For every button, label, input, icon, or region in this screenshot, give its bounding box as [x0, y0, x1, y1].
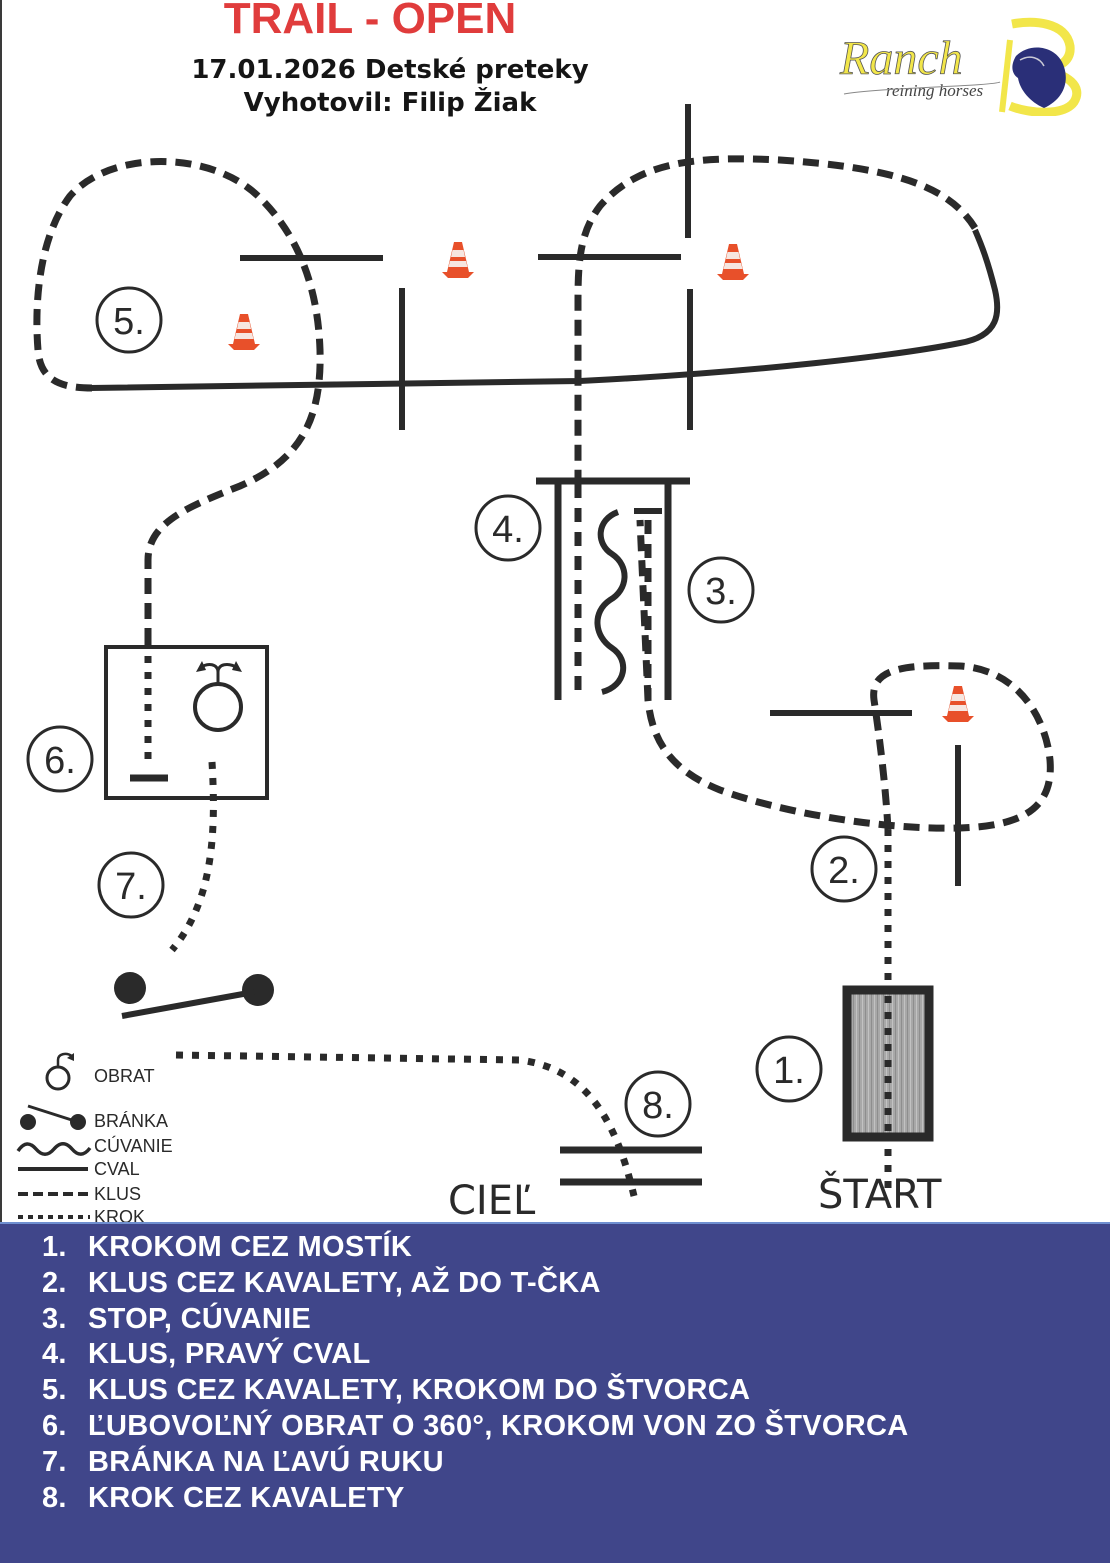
page-title: TRAIL - OPEN [223, 0, 517, 43]
legend-icons [16, 1052, 92, 1219]
instruction-number: 2. [42, 1266, 67, 1299]
finish-label: CIEĽ [448, 1178, 536, 1224]
instruction-text: KLUS CEZ KAVALETY, AŽ DO T-ČKA [88, 1266, 601, 1299]
marker-2: 2. [810, 835, 878, 903]
instruction-item: 6. ĽUBOVOĽNÝ OBRAT O 360°, KROKOM VON ZO … [42, 1409, 1110, 1445]
walk-path-to-finish [175, 1051, 638, 1197]
cone-icon [942, 686, 974, 722]
turn-circle-icon [193, 682, 243, 732]
instruction-text: KROKOM CEZ MOSTÍK [88, 1231, 413, 1263]
legend-label-backup: CÚVANIE [94, 1136, 173, 1156]
trot-path-bottom-right [636, 519, 1054, 832]
logo-swoosh [843, 81, 1001, 95]
instruction-item: 4. KLUS, PRAVÝ CVAL [42, 1337, 1110, 1373]
instruction-number: 7. [42, 1445, 67, 1478]
instruction-text: KLUS, PRAVÝ CVAL [88, 1338, 371, 1371]
instruction-item: 3. STOP, CÚVANIE [42, 1302, 1110, 1338]
turn-box-square [104, 645, 269, 800]
marker-1: 1. [755, 1035, 823, 1103]
backup-wave-icon [16, 1142, 92, 1156]
instruction-text: BRÁNKA NA ĽAVÚ RUKU [88, 1445, 444, 1478]
cone-icon [717, 244, 749, 280]
instruction-text: KLUS CEZ KAVALETY, KROKOM DO ŠTVORCA [88, 1374, 751, 1407]
instruction-text: ĽUBOVOĽNÝ OBRAT O 360°, KROKOM VON ZO ŠT… [88, 1409, 909, 1442]
marker-8: 8. [624, 1070, 692, 1138]
marker-5: 5. [95, 286, 163, 354]
gate-bar [121, 989, 255, 1019]
trail-course-map: 1. 2. 3. 4. 5. 6. 7. 8. [26, 104, 1054, 1197]
logo-number-1-shape [999, 39, 1013, 113]
walk-path-to-gate [169, 761, 217, 953]
gate-icon [20, 1104, 86, 1130]
marker-7-label: 7. [115, 866, 147, 908]
instructions-panel: 1. KROKOM CEZ MOSTÍK 2. KLUS CEZ KAVALETY,… [0, 1222, 1110, 1563]
marker-6: 6. [26, 725, 94, 793]
trot-path-left-loop [33, 158, 324, 640]
horse-mane-icon [1019, 56, 1045, 67]
instruction-item: 1. KROKOM CEZ MOSTÍK [42, 1230, 1110, 1266]
backup-wave-path [594, 509, 628, 695]
gate-post-right [242, 974, 274, 1006]
marker-2-label: 2. [828, 850, 860, 892]
turn-arrows-icon [199, 663, 239, 684]
ranch-13-logo: Ranch reining horses [839, 17, 1082, 116]
legend-label-gate: BRÁNKA [94, 1111, 169, 1131]
marker-1-label: 1. [773, 1050, 805, 1092]
logo-brand-text: Ranch [839, 32, 963, 85]
legend-label-turn: OBRAT [94, 1066, 155, 1086]
gate-post-left [114, 972, 146, 1004]
marker-7: 7. [97, 851, 165, 919]
marker-3-label: 3. [705, 571, 737, 613]
marker-5-label: 5. [113, 301, 145, 343]
canter-path [89, 228, 1001, 391]
instruction-number: 1. [42, 1231, 67, 1263]
turn-icon [45, 1052, 74, 1091]
instruction-number: 8. [42, 1481, 67, 1514]
page-subtitle: 17.01.2026 Detské preteky Vyhotovil: Fil… [150, 54, 630, 120]
instruction-item: 2. KLUS CEZ KAVALETY, AŽ DO T-ČKA [42, 1266, 1110, 1302]
marker-6-label: 6. [44, 740, 76, 782]
instruction-number: 5. [42, 1374, 67, 1407]
instruction-number: 6. [42, 1409, 67, 1442]
marker-8-label: 8. [642, 1085, 674, 1127]
horse-head-icon [1012, 47, 1066, 108]
marker-3: 3. [687, 556, 755, 624]
legend-label-trot: KLUS [94, 1184, 142, 1204]
legend: OBRAT BRÁNKA CÚVANIE CVAL KLUS KROK [14, 1044, 214, 1227]
marker-4: 4. [474, 494, 542, 562]
instruction-item: 7. BRÁNKA NA ĽAVÚ RUKU [42, 1445, 1110, 1481]
instruction-item: 5. KLUS CEZ KAVALETY, KROKOM DO ŠTVORCA [42, 1373, 1110, 1409]
trot-path-top-right [574, 155, 978, 478]
author-line: Vyhotovil: Filip Žiak [243, 88, 537, 118]
instruction-number: 4. [42, 1338, 67, 1371]
instruction-item: 8. KROK CEZ KAVALETY [42, 1481, 1110, 1517]
instructions-list: 1. KROKOM CEZ MOSTÍK 2. KLUS CEZ KAVALETY,… [0, 1224, 1110, 1516]
turn-arrowheads-icon [196, 661, 242, 672]
event-date-name: 17.01.2026 Detské preteky [191, 55, 589, 85]
marker-4-label: 4. [492, 509, 524, 551]
legend-label-canter: CVAL [94, 1159, 140, 1179]
instruction-text: STOP, CÚVANIE [88, 1302, 312, 1335]
cone-icon [442, 242, 474, 278]
start-label: ŠTART [818, 1172, 942, 1218]
left-edge-border [0, 0, 2, 1563]
instruction-text: KROK CEZ KAVALETY [88, 1481, 405, 1514]
cone-icon [228, 314, 260, 350]
instruction-number: 3. [42, 1302, 67, 1335]
